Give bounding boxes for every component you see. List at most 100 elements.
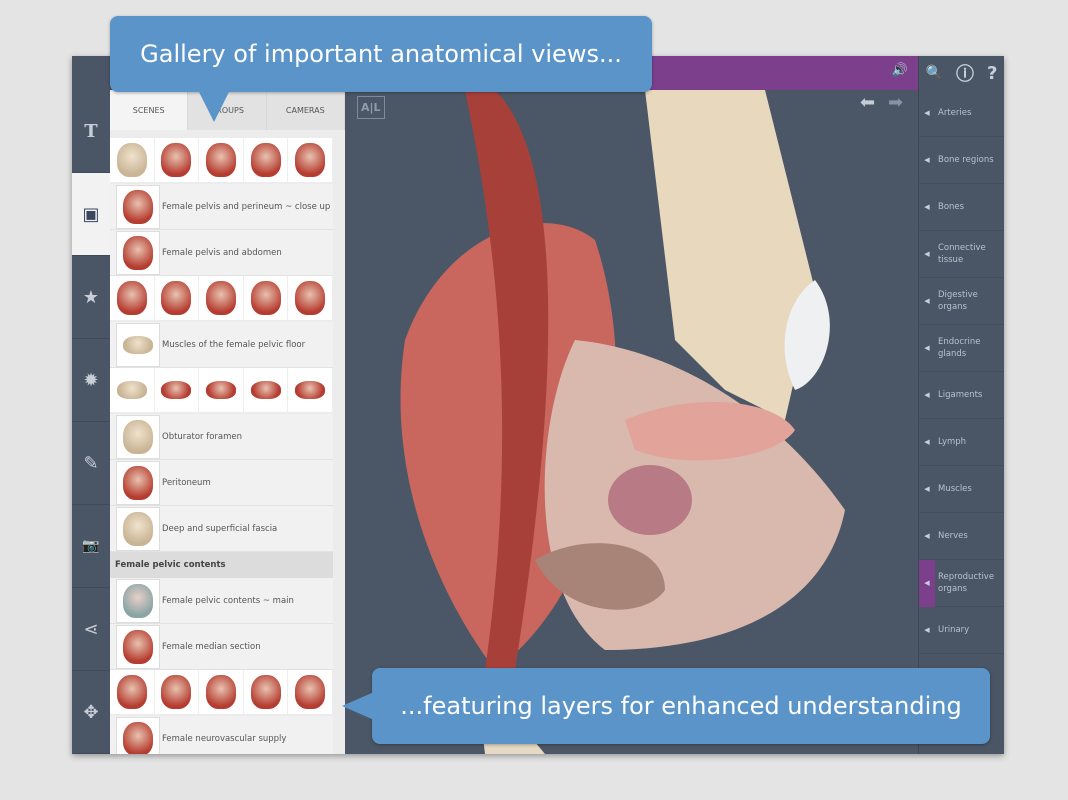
- thumbnail[interactable]: [110, 368, 155, 412]
- bottom-callout: ...featuring layers for enhanced underst…: [342, 668, 990, 744]
- list-item[interactable]: Obturator foramen: [110, 414, 333, 460]
- expand-arrow-icon: ◀: [924, 626, 930, 634]
- list-item[interactable]: Female neurovascular supply: [110, 716, 333, 754]
- layer-item-label: Muscles: [938, 484, 972, 494]
- list-item[interactable]: Female pelvis and abdomen: [110, 230, 333, 276]
- list-item-label: Female pelvic contents ~ main: [162, 595, 294, 606]
- thumbnail[interactable]: [110, 670, 155, 714]
- thumbnail[interactable]: [244, 276, 289, 320]
- tab-scenes[interactable]: SCENES: [110, 90, 189, 130]
- callout-text: Gallery of important anatomical views...: [140, 40, 622, 68]
- list-item-label: Female pelvis and perineum ~ close up: [162, 201, 331, 212]
- layer-item[interactable]: ◀ Nerves: [919, 513, 1004, 560]
- top-callout: Gallery of important anatomical views...: [110, 16, 652, 122]
- thumbnail[interactable]: [199, 138, 244, 182]
- anatomical-label-toggle[interactable]: A|L: [357, 96, 385, 119]
- layer-item-label: Bone regions: [938, 155, 994, 165]
- move-icon[interactable]: ✥: [72, 671, 110, 754]
- layer-item[interactable]: ◀ Urinary: [919, 607, 1004, 654]
- expand-arrow-icon: ◀: [924, 344, 930, 352]
- thumbnail[interactable]: [110, 138, 155, 182]
- thumbnail[interactable]: [244, 368, 289, 412]
- text-icon[interactable]: T: [72, 90, 110, 173]
- thumbnail[interactable]: [155, 368, 200, 412]
- back-arrow-icon[interactable]: ⬅: [860, 92, 876, 113]
- thumbnail[interactable]: [199, 276, 244, 320]
- layer-item[interactable]: ◀ Arteries: [919, 90, 1004, 137]
- layer-item[interactable]: ◀Reproductive organs: [919, 559, 1004, 607]
- thumbnail-row: [110, 670, 333, 714]
- sound-icon[interactable]: 🔊: [891, 63, 908, 78]
- top-icons: 🔍 ⓘ ?: [919, 56, 1004, 90]
- share-icon[interactable]: ⋖: [72, 588, 110, 671]
- thumbnail[interactable]: [155, 138, 200, 182]
- thumbnail: [116, 230, 160, 275]
- layer-item[interactable]: ◀Connective tissue: [919, 231, 1004, 278]
- list-item-label: Deep and superficial fascia: [162, 523, 278, 534]
- list-item[interactable]: Muscles of the female pelvic floor: [110, 322, 333, 368]
- section-header: Female pelvic contents: [110, 552, 333, 578]
- thumbnail[interactable]: [288, 276, 333, 320]
- gear-icon[interactable]: ✹: [72, 339, 110, 422]
- 3d-viewport[interactable]: A|L ⬅ ➡: [345, 90, 918, 754]
- tools-icon[interactable]: ✎: [72, 422, 110, 505]
- info-icon[interactable]: ⓘ: [955, 64, 974, 85]
- list-item[interactable]: Female pelvis and perineum ~ close up: [110, 184, 333, 230]
- thumbnail[interactable]: [244, 138, 289, 182]
- expand-arrow-icon: ◀: [924, 485, 930, 493]
- thumbnail: [116, 716, 160, 754]
- list-item-label: Muscles of the female pelvic floor: [162, 339, 306, 350]
- list-item-label: Female pelvis and abdomen: [162, 247, 282, 258]
- thumbnail-row: [110, 276, 333, 320]
- list-item-label: Female median section: [162, 641, 261, 652]
- layer-item-label: Arteries: [938, 108, 972, 118]
- thumbnail[interactable]: [244, 670, 289, 714]
- app-window: T ▣ ★ ✹ ✎ 📷 ⋖ ✥ SCENES GROUPS CAMERAS Fe…: [72, 56, 1004, 754]
- expand-arrow-icon: ◀: [924, 109, 930, 117]
- layer-item[interactable]: ◀Endocrine glands: [919, 325, 1004, 372]
- layer-item-label: Ligaments: [938, 390, 983, 400]
- layer-item-label: Nerves: [938, 531, 968, 541]
- layer-item[interactable]: ◀Ligaments: [919, 372, 1004, 419]
- thumbnail[interactable]: [288, 368, 333, 412]
- search-icon[interactable]: 🔍: [925, 65, 943, 81]
- list-item[interactable]: Female median section: [110, 624, 333, 670]
- thumbnail: [116, 578, 160, 623]
- list-item[interactable]: Peritoneum: [110, 460, 333, 506]
- layer-item-label: Connective tissue: [938, 243, 986, 265]
- scenes-icon[interactable]: ▣: [72, 173, 110, 256]
- layer-item[interactable]: ◀ Bones: [919, 184, 1004, 231]
- layer-item-label: Urinary: [938, 625, 970, 635]
- thumbnail[interactable]: [110, 276, 155, 320]
- thumbnail: [116, 624, 160, 669]
- thumbnail: [116, 460, 160, 505]
- thumbnail: [116, 506, 160, 551]
- camera-icon[interactable]: 📷: [72, 505, 110, 588]
- thumbnail[interactable]: [199, 368, 244, 412]
- thumbnail[interactable]: [199, 670, 244, 714]
- layer-item-label: Bones: [938, 202, 965, 212]
- thumbnail[interactable]: [155, 276, 200, 320]
- help-icon[interactable]: ?: [987, 62, 998, 84]
- expand-arrow-icon: ◀: [924, 203, 930, 211]
- tab-cameras[interactable]: CAMERAS: [266, 90, 345, 130]
- expand-arrow-icon: ◀: [924, 438, 930, 446]
- thumbnail[interactable]: [288, 138, 333, 182]
- list-item-label: Female neurovascular supply: [162, 733, 287, 744]
- layer-item[interactable]: ◀Digestive organs: [919, 278, 1004, 325]
- list-item[interactable]: Female pelvic contents ~ main: [110, 578, 333, 624]
- thumbnail: [116, 322, 160, 367]
- scenes-panel: SCENES GROUPS CAMERAS Female pelvis and …: [110, 90, 345, 754]
- thumbnail[interactable]: [288, 670, 333, 714]
- thumbnail-row: [110, 368, 333, 412]
- layer-item[interactable]: ◀Bone regions: [919, 137, 1004, 184]
- callout-pointer: [198, 90, 230, 122]
- list-item-label: Obturator foramen: [162, 431, 243, 442]
- star-icon[interactable]: ★: [72, 256, 110, 339]
- list-item[interactable]: Deep and superficial fascia: [110, 506, 333, 552]
- layer-item[interactable]: ◀ Muscles: [919, 466, 1004, 513]
- expand-arrow-icon: ◀: [924, 532, 930, 540]
- thumbnail[interactable]: [155, 670, 200, 714]
- layer-item[interactable]: ◀Lymph: [919, 419, 1004, 466]
- forward-arrow-icon[interactable]: ➡: [888, 92, 904, 113]
